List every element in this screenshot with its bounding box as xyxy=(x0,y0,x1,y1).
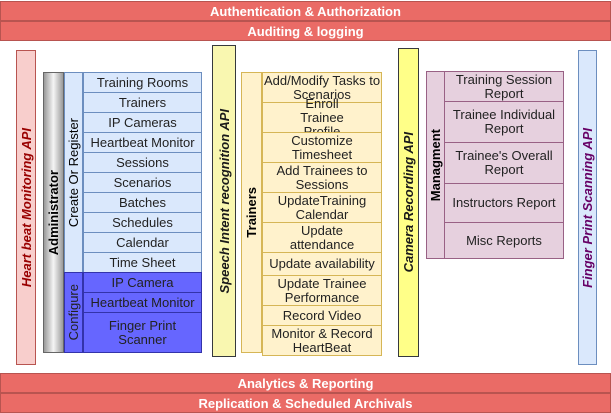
camera-api: Camera Recording API xyxy=(398,48,419,357)
configure-item-ip-camera[interactable]: IP Camera xyxy=(83,272,202,293)
trainer-item-enroll-trainee[interactable]: Enroll Trainee Profile xyxy=(262,96,382,138)
admin-item-calendar[interactable]: Calendar xyxy=(83,232,202,253)
trainer-item-add-modify-tasks[interactable]: Add/Modify Tasks to Scenarios xyxy=(262,72,382,103)
analytics-bar: Analytics & Reporting xyxy=(0,373,611,393)
admin-item-time-sheet[interactable]: Time Sheet xyxy=(83,252,202,273)
admin-item-heartbeat-monitor[interactable]: Heartbeat Monitor xyxy=(83,132,202,153)
speech-api: Speech Intent recognition API xyxy=(212,45,236,357)
admin-item-training-rooms[interactable]: Training Rooms xyxy=(83,72,202,93)
admin-item-schedules[interactable]: Schedules xyxy=(83,212,202,233)
report-instructors[interactable]: Instructors Report xyxy=(444,183,564,223)
trainer-item-add-trainees[interactable]: Add Trainees to Sessions xyxy=(262,162,382,193)
configure-group: Configure xyxy=(64,272,83,353)
admin-item-ip-cameras[interactable]: IP Cameras xyxy=(83,112,202,133)
trainer-item-update-performance[interactable]: Update Trainee Performance xyxy=(262,275,382,306)
report-training-session[interactable]: Training Session Report xyxy=(444,71,564,102)
admin-item-sessions[interactable]: Sessions xyxy=(83,152,202,173)
trainers-title: Trainers xyxy=(244,187,259,238)
heartbeat-api: Heart beat Monitoring API xyxy=(16,50,36,365)
report-trainee-overall[interactable]: Trainee's Overall Report xyxy=(444,142,564,184)
admin-item-scenarios[interactable]: Scenarios xyxy=(83,172,202,193)
auditing-bar: Auditing & logging xyxy=(0,21,611,41)
trainer-item-update-calendar[interactable]: UpdateTraining Calendar xyxy=(262,192,382,223)
auth-bar: Authentication & Authorization xyxy=(0,1,611,21)
trainer-item-customize-timesheet[interactable]: Customize Timesheet xyxy=(262,132,382,163)
trainers-column: Trainers xyxy=(241,72,262,353)
management-title: Managment xyxy=(428,128,443,202)
configure-item-finger-print-scanner[interactable]: Finger Print Scanner xyxy=(83,312,202,353)
administrator-title: Administrator xyxy=(46,169,61,256)
create-register-label: Create Or Register xyxy=(66,117,81,228)
report-misc[interactable]: Misc Reports xyxy=(444,222,564,259)
administrator-column: Administrator xyxy=(43,72,64,353)
fingerprint-api: Finger Print Scanning API xyxy=(578,50,597,365)
trainer-item-monitor-heartbeat[interactable]: Monitor & Record HeartBeat xyxy=(262,325,382,356)
speech-api-label: Speech Intent recognition API xyxy=(216,108,232,294)
admin-item-batches[interactable]: Batches xyxy=(83,192,202,213)
camera-api-label: Camera Recording API xyxy=(401,132,416,273)
fingerprint-api-label: Finger Print Scanning API xyxy=(580,127,595,288)
configure-label: Configure xyxy=(66,284,81,341)
replication-bar: Replication & Scheduled Archivals xyxy=(0,393,611,413)
trainer-item-update-attendance[interactable]: Update attendance xyxy=(262,222,382,253)
create-register-group: Create Or Register xyxy=(64,72,83,273)
heartbeat-api-label: Heart beat Monitoring API xyxy=(18,127,34,288)
admin-item-trainers[interactable]: Trainers xyxy=(83,92,202,113)
configure-item-heartbeat-monitor[interactable]: Heartbeat Monitor xyxy=(83,292,202,313)
trainer-item-update-availability[interactable]: Update availability xyxy=(262,252,382,276)
trainer-item-record-video[interactable]: Record Video xyxy=(262,305,382,326)
report-trainee-individual[interactable]: Trainee Individual Report xyxy=(444,101,564,143)
management-column: Managment xyxy=(426,71,445,259)
